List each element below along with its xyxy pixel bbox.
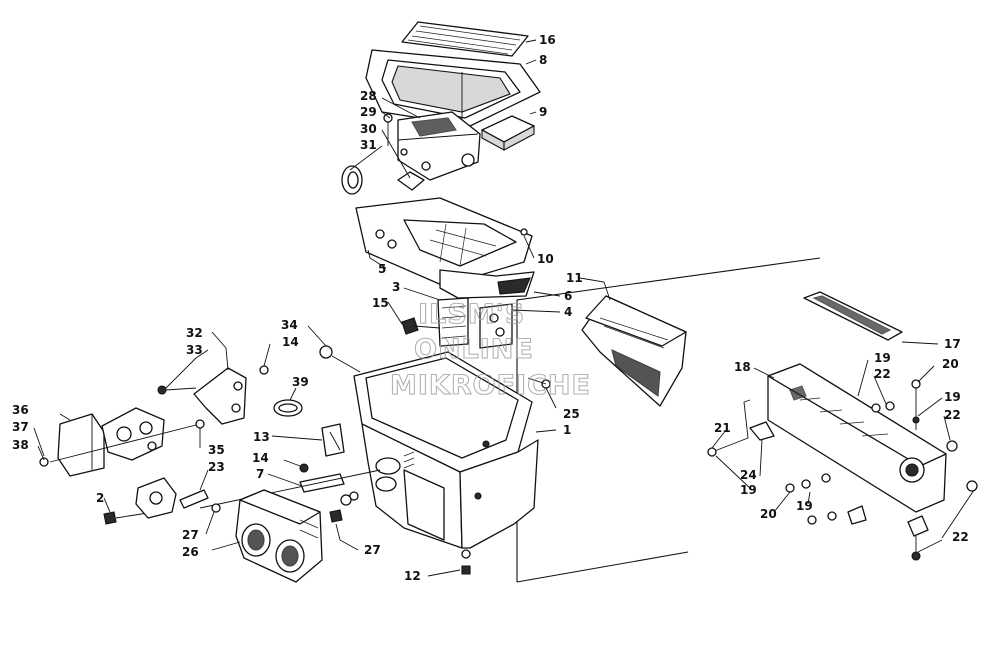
callout-1: 1 xyxy=(563,423,571,437)
part-drain-12 xyxy=(461,565,471,575)
part-screw-10 xyxy=(520,228,528,236)
part-bracket-32 xyxy=(193,367,247,425)
callout-19-bottom: 19 xyxy=(796,499,813,513)
callout-32: 32 xyxy=(186,326,203,340)
callout-8: 8 xyxy=(539,53,547,67)
callout-14-upper: 14 xyxy=(282,335,299,349)
part-washer-37 xyxy=(39,457,49,467)
callout-34: 34 xyxy=(281,318,298,332)
part-gasket-31 xyxy=(397,171,425,191)
part-bolt-20b xyxy=(785,473,978,561)
callout-27-right: 27 xyxy=(364,543,381,557)
callout-17: 17 xyxy=(944,337,961,351)
callout-39: 39 xyxy=(292,375,309,389)
watermark-line-1: ILSM'S xyxy=(418,299,525,330)
callout-16: 16 xyxy=(539,33,556,47)
part-screw-25 xyxy=(527,377,551,389)
part-screw-27b xyxy=(329,491,359,523)
part-mount-2 xyxy=(135,477,177,519)
callout-10: 10 xyxy=(537,252,554,266)
callout-11: 11 xyxy=(566,271,583,285)
part-nut-35 xyxy=(195,419,205,429)
part-nut-14b xyxy=(299,463,309,473)
part-main-airbox xyxy=(353,351,539,559)
callout-37: 37 xyxy=(12,420,29,434)
callout-13: 13 xyxy=(253,430,270,444)
part-reed-block xyxy=(437,269,535,349)
part-washer-19b xyxy=(912,416,920,424)
part-bracket-17 xyxy=(803,291,903,341)
callouts: 16 8 28 29 9 30 31 10 5 11 3 6 4 15 34 3… xyxy=(12,33,969,583)
callout-19-top: 19 xyxy=(874,351,891,365)
part-top-plate xyxy=(355,197,533,287)
callout-24: 24 xyxy=(740,468,757,482)
watermark: ILSM'S ONLINE MIKROFICHE xyxy=(389,298,591,401)
watermark-line-2: ONLINE xyxy=(414,334,534,365)
part-screw-27a xyxy=(211,503,221,513)
part-rubber-boot xyxy=(341,165,363,195)
part-filter-block xyxy=(481,115,535,151)
part-nut-14a xyxy=(259,365,269,375)
callout-4: 4 xyxy=(564,305,572,319)
part-carburetor xyxy=(49,407,201,463)
callout-2: 2 xyxy=(96,491,104,505)
part-cover-36 xyxy=(57,413,105,477)
callout-5: 5 xyxy=(378,262,386,276)
callout-9: 9 xyxy=(539,105,547,119)
part-cap-34 xyxy=(319,345,361,373)
part-clamp-39 xyxy=(273,399,303,417)
callout-30: 30 xyxy=(360,122,377,136)
callout-25: 25 xyxy=(563,407,580,421)
watermark-line-3: MIKROFICHE xyxy=(390,370,591,401)
part-inner-housing xyxy=(397,111,481,181)
callout-27-left: 27 xyxy=(182,528,199,542)
callout-20-bottom: 20 xyxy=(760,507,777,521)
callout-35: 35 xyxy=(208,443,225,457)
callout-38: 38 xyxy=(12,438,29,452)
callout-22-right: 22 xyxy=(944,408,961,422)
part-nut-22b xyxy=(946,440,958,452)
callout-18: 18 xyxy=(734,360,751,374)
part-silencer-26 xyxy=(235,489,323,583)
part-support-rail-18 xyxy=(767,363,947,513)
part-tube-23 xyxy=(179,489,209,509)
callout-7: 7 xyxy=(256,467,264,481)
part-screw-30 xyxy=(383,113,393,146)
callout-19-right: 19 xyxy=(944,390,961,404)
part-nut-22a xyxy=(885,401,895,411)
part-bracket-13 xyxy=(321,423,345,457)
callout-19-mid: 19 xyxy=(740,483,757,497)
callout-6: 6 xyxy=(564,289,572,303)
part-strip-7 xyxy=(199,469,381,509)
callout-29: 29 xyxy=(360,105,377,119)
callout-26: 26 xyxy=(182,545,199,559)
callout-20-top: 20 xyxy=(942,357,959,371)
callout-28: 28 xyxy=(360,89,377,103)
callout-23: 23 xyxy=(208,460,225,474)
callout-22-bottom: 22 xyxy=(952,530,969,544)
part-bolt-15 xyxy=(401,317,441,335)
callout-33: 33 xyxy=(186,343,203,357)
callout-14-lower: 14 xyxy=(252,451,269,465)
callout-3: 3 xyxy=(392,280,400,294)
callout-21: 21 xyxy=(714,421,731,435)
callout-31: 31 xyxy=(360,138,377,152)
part-filter-pad xyxy=(401,21,529,57)
leader-lines xyxy=(33,39,975,577)
part-intake-funnel xyxy=(581,295,687,407)
callout-36: 36 xyxy=(12,403,29,417)
callout-12: 12 xyxy=(404,569,421,583)
part-airbox-lid xyxy=(365,49,541,127)
part-screw-33 xyxy=(157,385,197,395)
callout-22-top: 22 xyxy=(874,367,891,381)
part-washer-19a xyxy=(871,403,881,413)
callout-15: 15 xyxy=(372,296,389,310)
part-rod-21 xyxy=(707,399,775,457)
